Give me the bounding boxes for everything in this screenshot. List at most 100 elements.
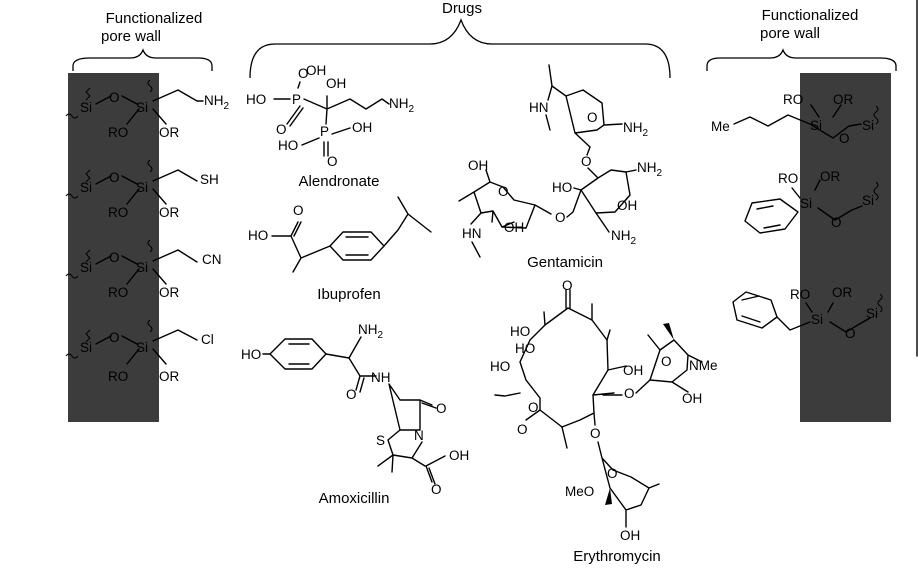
svg-text:NH2: NH2 [611, 228, 637, 247]
svg-text:NH2: NH2 [623, 120, 649, 139]
svg-text:HN: HN [529, 100, 549, 115]
si-atom: Si [136, 340, 148, 355]
svg-text:OH: OH [449, 448, 469, 463]
svg-text:Si: Si [866, 306, 878, 321]
drugs-heading: Drugs [442, 0, 482, 17]
svg-text:HO: HO [248, 228, 268, 243]
svg-text:OH: OH [326, 76, 346, 91]
right-wall-butyl-group: Me RO OR Si O Si [711, 92, 879, 146]
svg-text:O: O [581, 154, 592, 169]
si-atom: Si [80, 180, 92, 195]
erythromycin-label: Erythromycin [573, 548, 661, 565]
si-atom: Si [80, 340, 92, 355]
svg-text:OH: OH [617, 198, 637, 213]
left-wall-amine-group: Si O Si RO OR NH2 [65, 79, 230, 140]
gentamicin-label: Gentamicin [527, 254, 603, 271]
svg-text:Si: Si [811, 312, 823, 327]
svg-text:O: O [431, 482, 442, 497]
svg-text:NH: NH [371, 370, 391, 385]
svg-text:O: O [517, 422, 528, 437]
or-label: OR [159, 285, 180, 300]
o-atom: O [109, 170, 120, 185]
svg-text:O: O [839, 131, 850, 146]
cn-label: CN [202, 252, 222, 267]
svg-text:O: O [528, 400, 539, 415]
alendronate-label: Alendronate [299, 173, 380, 190]
amoxicillin-label: Amoxicillin [319, 490, 390, 507]
svg-text:OH: OH [682, 391, 702, 406]
right-wall-benzyl-group: RO OR Si O Si [732, 285, 883, 341]
svg-text:O: O [346, 387, 357, 402]
left-wall-nitrile-group: Si O Si RO OR CN [65, 239, 222, 300]
ro-label: RO [108, 125, 128, 140]
svg-text:O: O [607, 466, 618, 481]
svg-text:OH: OH [306, 63, 326, 78]
svg-text:O: O [327, 154, 338, 169]
right-wall-heading-line2: pore wall [760, 25, 820, 42]
svg-text:S: S [376, 433, 385, 448]
cl-label: Cl [201, 332, 214, 347]
svg-text:O: O [276, 122, 287, 137]
svg-text:HO: HO [278, 138, 298, 153]
svg-text:OH: OH [352, 120, 372, 135]
left-wall-chloro-group: Si O Si RO OR Cl [65, 319, 214, 384]
svg-text:O: O [624, 386, 635, 401]
si-atom: Si [80, 260, 92, 275]
svg-text:OR: OR [833, 92, 854, 107]
svg-text:HN: HN [462, 226, 482, 241]
svg-text:Si: Si [862, 193, 874, 208]
svg-text:HO: HO [241, 347, 261, 362]
svg-text:O: O [498, 184, 509, 199]
svg-text:Si: Si [800, 196, 812, 211]
svg-text:HO: HO [515, 341, 535, 356]
right-wall-brace [706, 48, 897, 71]
o-atom: O [109, 90, 120, 105]
si-atom: Si [136, 180, 148, 195]
svg-text:O: O [590, 426, 601, 441]
svg-text:RO: RO [778, 171, 798, 186]
svg-text:OH: OH [623, 363, 643, 378]
ibuprofen-label: Ibuprofen [317, 286, 380, 303]
si-atom: Si [80, 100, 92, 115]
svg-text:NH2: NH2 [389, 96, 415, 115]
svg-text:Me: Me [711, 119, 730, 134]
alendronate-structure: O OH HO P OH O P OH HO O NH2 Alendronate [246, 63, 415, 190]
o-atom: O [109, 250, 120, 265]
right-pore-wall [800, 73, 891, 422]
drugs-brace [249, 18, 671, 79]
svg-text:RO: RO [783, 92, 803, 107]
svg-text:HO: HO [246, 92, 266, 107]
or-label: OR [159, 125, 180, 140]
svg-text:HO: HO [552, 180, 572, 195]
svg-text:OH: OH [468, 158, 488, 173]
svg-text:OH: OH [620, 528, 640, 543]
svg-text:O: O [555, 210, 566, 225]
or-label: OR [159, 369, 180, 384]
erythromycin-structure: O HO HO HO OH O O O O NMe OH O O MeO OH … [490, 278, 718, 565]
sh-label: SH [200, 172, 219, 187]
svg-text:NH2: NH2 [637, 160, 663, 179]
o-atom: O [109, 330, 120, 345]
or-label: OR [159, 205, 180, 220]
svg-text:O: O [831, 215, 842, 230]
svg-text:O: O [293, 203, 304, 218]
right-wall-heading-line1: Functionalized [762, 7, 859, 24]
si-atom: Si [136, 260, 148, 275]
si-atom: Si [136, 100, 148, 115]
amoxicillin-structure: HO NH2 O NH O N S OH O Amoxicillin [241, 322, 469, 507]
ro-label: RO [108, 205, 128, 220]
svg-text:O: O [298, 66, 309, 81]
right-wall-phenyl-group: RO OR Si O Si [744, 169, 879, 234]
svg-text:O: O [562, 278, 573, 293]
svg-text:P: P [292, 92, 301, 107]
svg-text:HO: HO [490, 359, 510, 374]
gentamicin-structure: HN O NH2 O NH2 HO OH NH2 O OH O OH HN Ge… [458, 64, 663, 271]
ibuprofen-structure: HO O Ibuprofen [248, 196, 432, 303]
left-wall-heading-line1: Functionalized [106, 10, 203, 27]
svg-text:N: N [414, 428, 424, 443]
svg-text:P: P [320, 124, 329, 139]
left-pore-wall [68, 73, 159, 422]
svg-text:O: O [845, 326, 856, 341]
svg-text:RO: RO [790, 287, 810, 302]
